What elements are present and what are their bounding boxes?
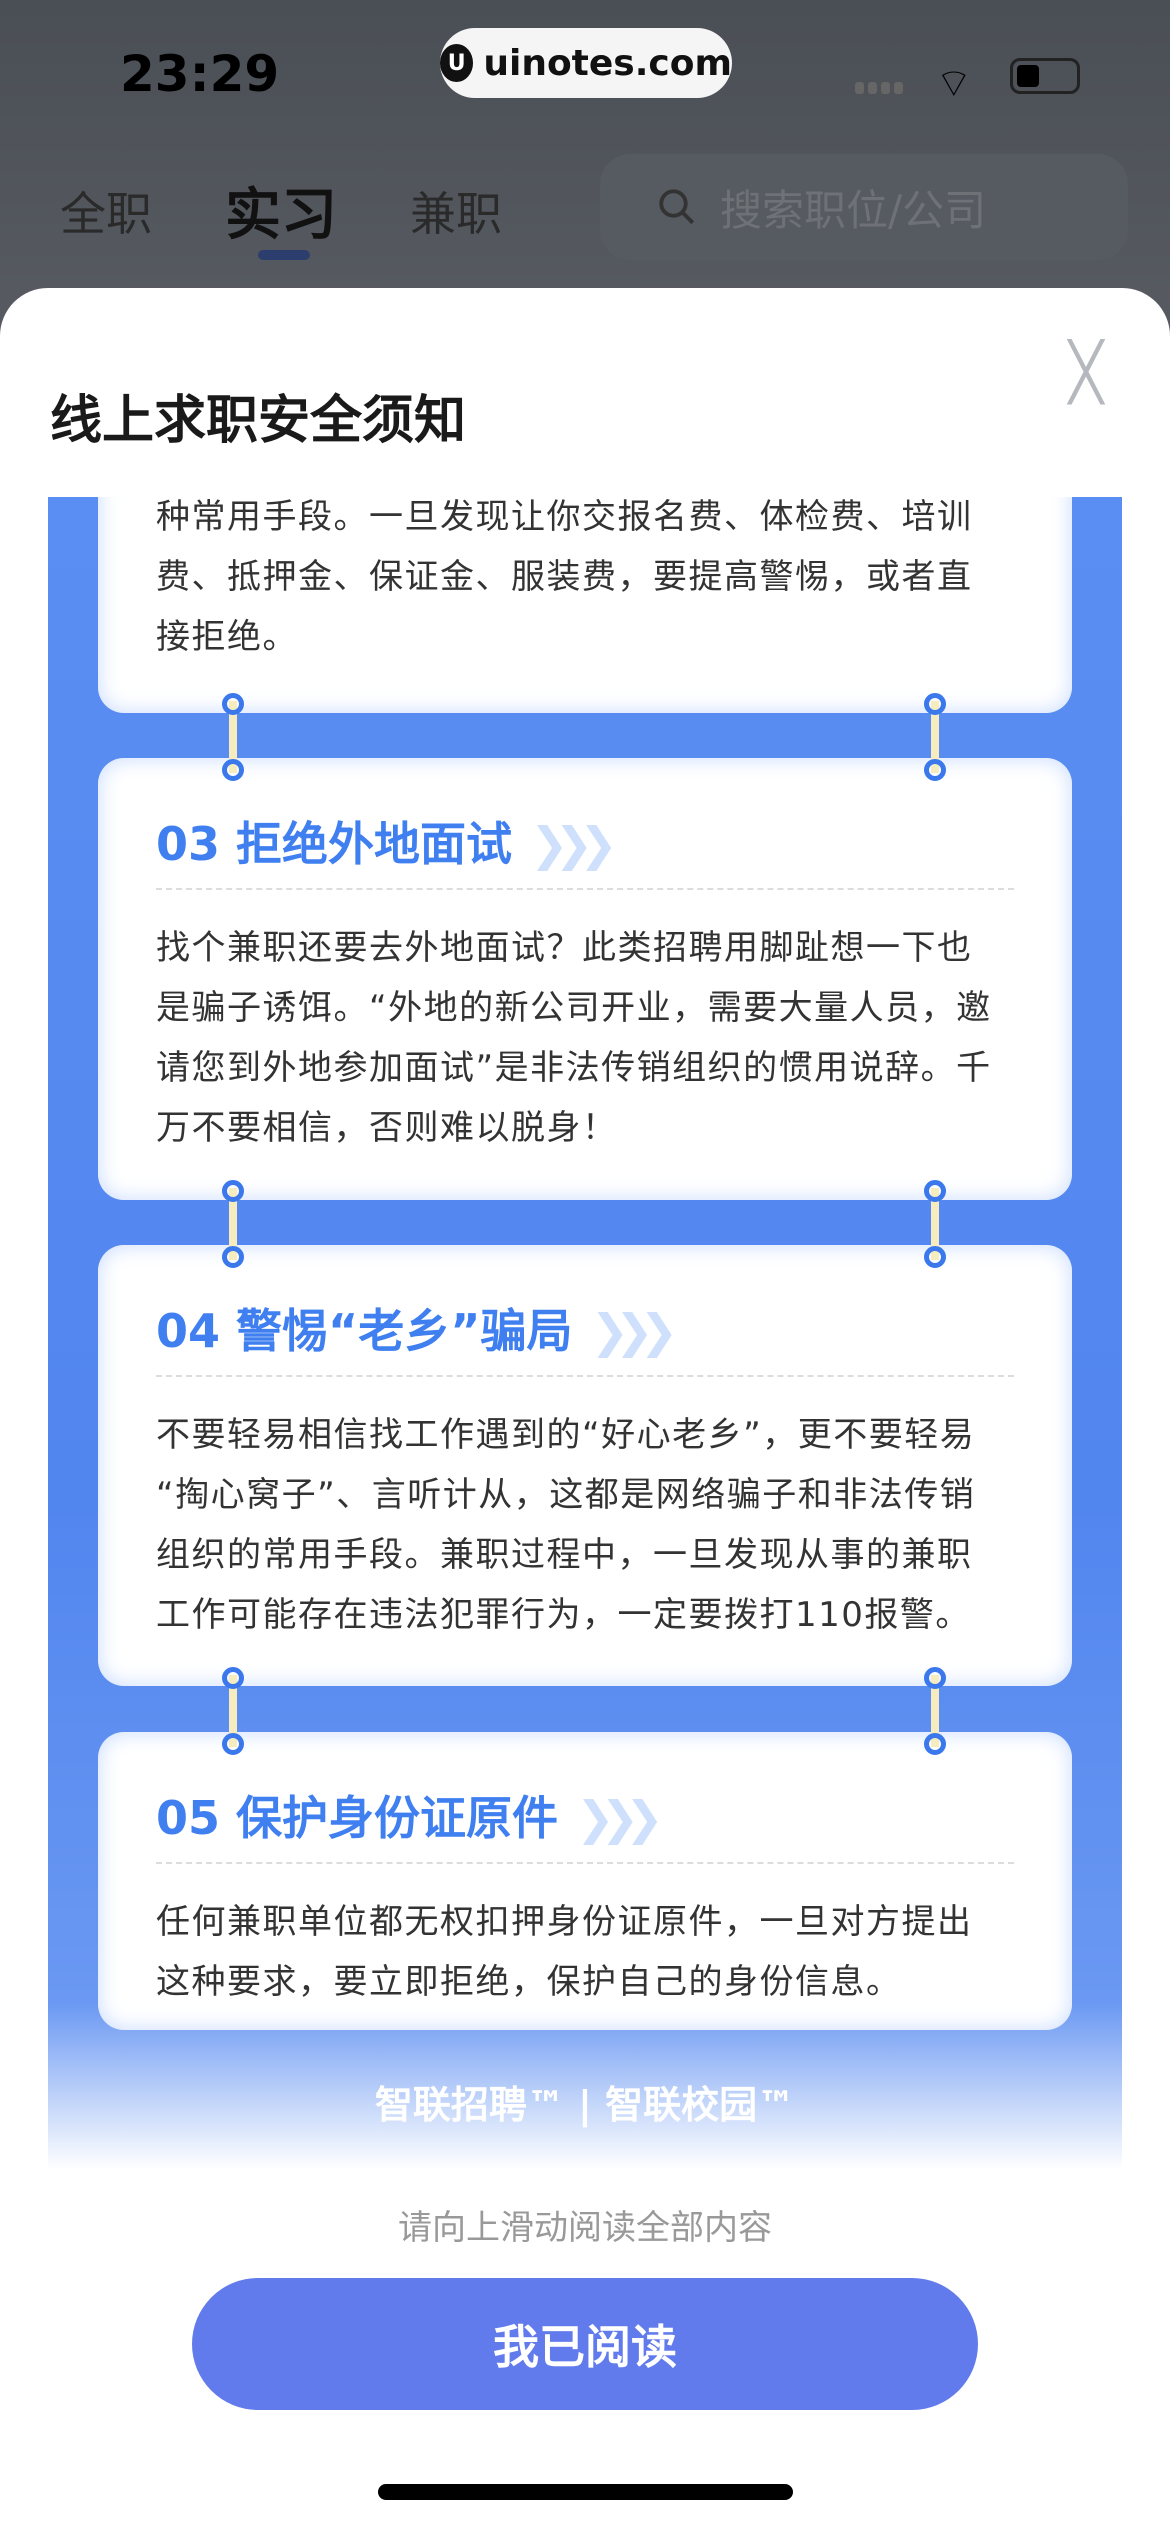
divider [156,888,1014,890]
card-body: 任何兼职单位都无权扣押身份证原件，一旦对方提出 这种要求，要立即拒绝，保护自己的… [156,1892,973,2012]
card-body: 找个兼职还要去外地面试？此类招聘用脚趾想一下也 是骗子诱饵。“外地的新公司开业，… [156,918,992,1158]
body-line: 不要轻易相信找工作遇到的“好心老乡”，更不要轻易 [156,1415,976,1455]
card-body: 种常用手段。一旦发现让你交报名费、体检费、培训 费、抵押金、保证金、服装费，要提… [156,497,973,667]
notice-card-04: 04 警惕“老乡”骗局 ❯❯❯ 不要轻易相信找工作遇到的“好心老乡”，更不要轻易 … [98,1245,1072,1686]
notice-panel[interactable]: 种常用手段。一旦发现让你交报名费、体检费、培训 费、抵押金、保证金、服装费，要提… [48,497,1122,2170]
search-icon [659,189,695,225]
tab-indicator [258,250,310,260]
notice-card-05: 05 保护身份证原件 ❯❯❯ 任何兼职单位都无权扣押身份证原件，一旦对方提出 这种… [98,1732,1072,2030]
close-icon[interactable]: ╳ [1069,340,1103,405]
card-connector [924,1667,946,1755]
battery-icon [1010,58,1080,94]
chevrons-icon: ❯❯❯ [576,1791,664,1845]
body-line: 请您到外地参加面试”是非法传销组织的惯用说辞。千 [156,1048,992,1088]
signal-icon [855,82,903,94]
confirm-read-button[interactable]: 我已阅读 [192,2278,978,2410]
body-line: 接拒绝。 [156,617,298,657]
status-time: 23:29 [120,45,280,103]
body-line: 万不要相信，否则难以脱身！ [156,1108,618,1148]
tab-internship[interactable]: 实习 [225,183,337,248]
card-connector [222,693,244,781]
tab-parttime[interactable]: 兼职 [410,187,502,241]
divider [156,1375,1014,1377]
card-connector [222,1180,244,1268]
card-body: 不要轻易相信找工作遇到的“好心老乡”，更不要轻易 “掏心窝子”、言听计从，这都是… [156,1405,975,1645]
wifi-icon: ⌔ [935,61,973,107]
body-line: 找个兼职还要去外地面试？此类招聘用脚趾想一下也 [156,928,973,968]
watermark-logo-icon: U [440,44,474,82]
body-line: “掏心窝子”、言听计从，这都是网络骗子和非法传销 [156,1475,976,1515]
card-heading: 03 拒绝外地面试 ❯❯❯ [156,808,618,874]
sheet-title: 线上求职安全须知 [50,391,467,451]
divider [156,1862,1014,1864]
card-heading-text: 05 保护身份证原件 [156,1791,559,1845]
search-input[interactable]: 搜索职位/公司 [600,154,1128,260]
card-heading: 04 警惕“老乡”骗局 ❯❯❯ [156,1295,679,1361]
chevrons-icon: ❯❯❯ [590,1304,679,1358]
home-indicator [378,2484,793,2500]
zhaopin-logo: 智联招聘™ | 智联校园™ [48,2074,1122,2129]
search-placeholder: 搜索职位/公司 [720,185,987,235]
body-line: 费、抵押金、保证金、服装费，要提高警惕，或者直 [156,557,973,597]
body-line: 种常用手段。一旦发现让你交报名费、体检费、培训 [156,497,973,537]
logo-text: 智联招聘™ | 智联校园™ [374,2083,796,2127]
body-line: 是骗子诱饵。“外地的新公司开业，需要大量人员，邀 [156,988,992,1028]
card-heading-text: 03 拒绝外地面试 [156,817,513,871]
watermark-text: uinotes.com [483,42,732,84]
card-connector [924,693,946,781]
chevrons-icon: ❯❯❯ [530,817,618,871]
scroll-hint: 请向上滑动阅读全部内容 [398,2208,772,2248]
card-connector [924,1180,946,1268]
body-line: 任何兼职单位都无权扣押身份证原件，一旦对方提出 [156,1902,973,1942]
card-heading-text: 04 警惕“老乡”骗局 [156,1304,573,1358]
body-line: 这种要求，要立即拒绝，保护自己的身份信息。 [156,1962,902,2002]
card-connector [222,1667,244,1755]
tab-fulltime[interactable]: 全职 [60,187,152,241]
notice-card-03: 03 拒绝外地面试 ❯❯❯ 找个兼职还要去外地面试？此类招聘用脚趾想一下也 是骗子… [98,758,1072,1200]
card-heading: 05 保护身份证原件 ❯❯❯ [156,1782,664,1848]
body-line: 工作可能存在违法犯罪行为，一定要拨打110报警。 [156,1595,971,1635]
body-line: 组织的常用手段。兼职过程中，一旦发现从事的兼职 [156,1535,973,1575]
notice-card-02: 种常用手段。一旦发现让你交报名费、体检费、培训 费、抵押金、保证金、服装费，要提… [98,497,1072,713]
